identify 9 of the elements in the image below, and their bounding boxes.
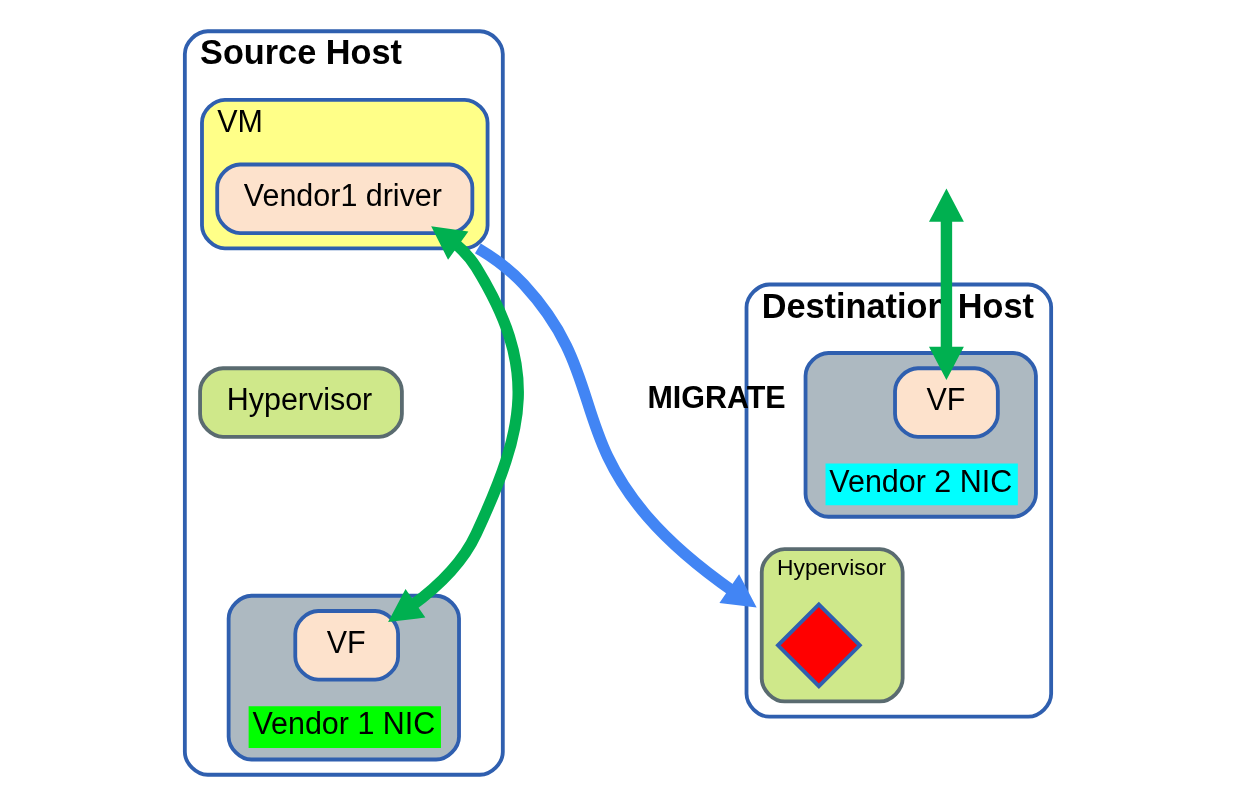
arrow <box>387 226 524 623</box>
arrow <box>474 243 757 608</box>
node-box: VF <box>292 609 400 682</box>
cluster: Hypervisor <box>759 547 905 704</box>
arrow <box>928 188 964 380</box>
node-box: Hypervisor <box>197 366 404 439</box>
node-box: VF <box>892 366 1000 439</box>
node-cross <box>774 601 862 689</box>
node-box: Vendor1 driver <box>214 162 474 235</box>
